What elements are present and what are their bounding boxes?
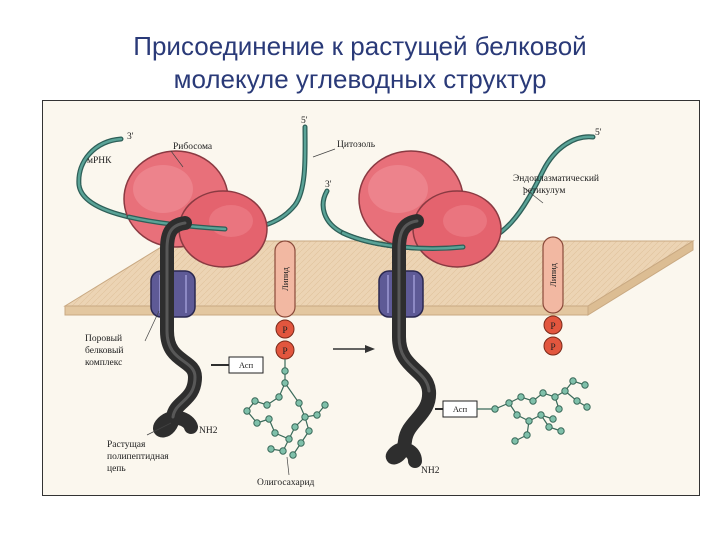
label-oligosaccharide: Олигосахарид (257, 478, 315, 488)
lipid-label-left: Липид (280, 266, 290, 290)
phosphate-label-left-2: P (282, 347, 287, 357)
label-pore-line1: Поровый (85, 333, 122, 344)
phosphate-label-right-2: P (550, 343, 555, 353)
label-er-line2: ретикулум (523, 186, 565, 196)
lipid-left: Липид (274, 240, 296, 318)
diagram-figure: Липид P P Асп (42, 100, 700, 496)
asn-label-right: Асп (453, 404, 468, 414)
label-er-line1: Эндоплазматический (513, 173, 599, 184)
label-3prime-right: 3' (325, 180, 332, 190)
lipid-right: Липид (542, 236, 564, 314)
label-pore-line2: белковый (85, 345, 124, 356)
asn-box-left (228, 356, 264, 374)
label-5prime-top: 5' (301, 116, 308, 126)
phosphate-right-2 (543, 336, 563, 356)
label-ribosome: Рибосома (173, 141, 213, 152)
label-nh2-left: NH2 (199, 426, 218, 436)
label-chain-line3: цепь (107, 464, 126, 474)
label-5prime-right: 5' (595, 128, 602, 138)
label-mrna: мРНК (87, 156, 112, 166)
diagram-svg: Липид P P Асп (63, 116, 695, 488)
title-line-2: молекуле углеводных структур (173, 64, 547, 94)
lipid-label-right: Липид (548, 262, 558, 286)
phosphate-left-1 (275, 319, 295, 339)
ribosome-left (123, 150, 268, 268)
label-nh2-right: NH2 (421, 466, 440, 476)
label-chain-line2: полипептидная (107, 452, 169, 462)
phosphate-label-right-1: P (550, 322, 555, 332)
label-3prime-left: 3' (127, 132, 134, 142)
phosphate-label-left-1: P (282, 326, 287, 336)
label-pore-line3: комплекс (85, 358, 122, 368)
label-cytosol: Цитозоль (337, 140, 376, 150)
label-chain-line1: Растущая (107, 440, 146, 450)
asn-label-left: Асп (239, 360, 254, 370)
slide-title: Присоединение к растущей белковой молеку… (0, 30, 720, 96)
phosphate-right-1 (543, 315, 563, 335)
transition-arrow (333, 345, 375, 353)
title-line-1: Присоединение к растущей белковой (133, 31, 587, 61)
